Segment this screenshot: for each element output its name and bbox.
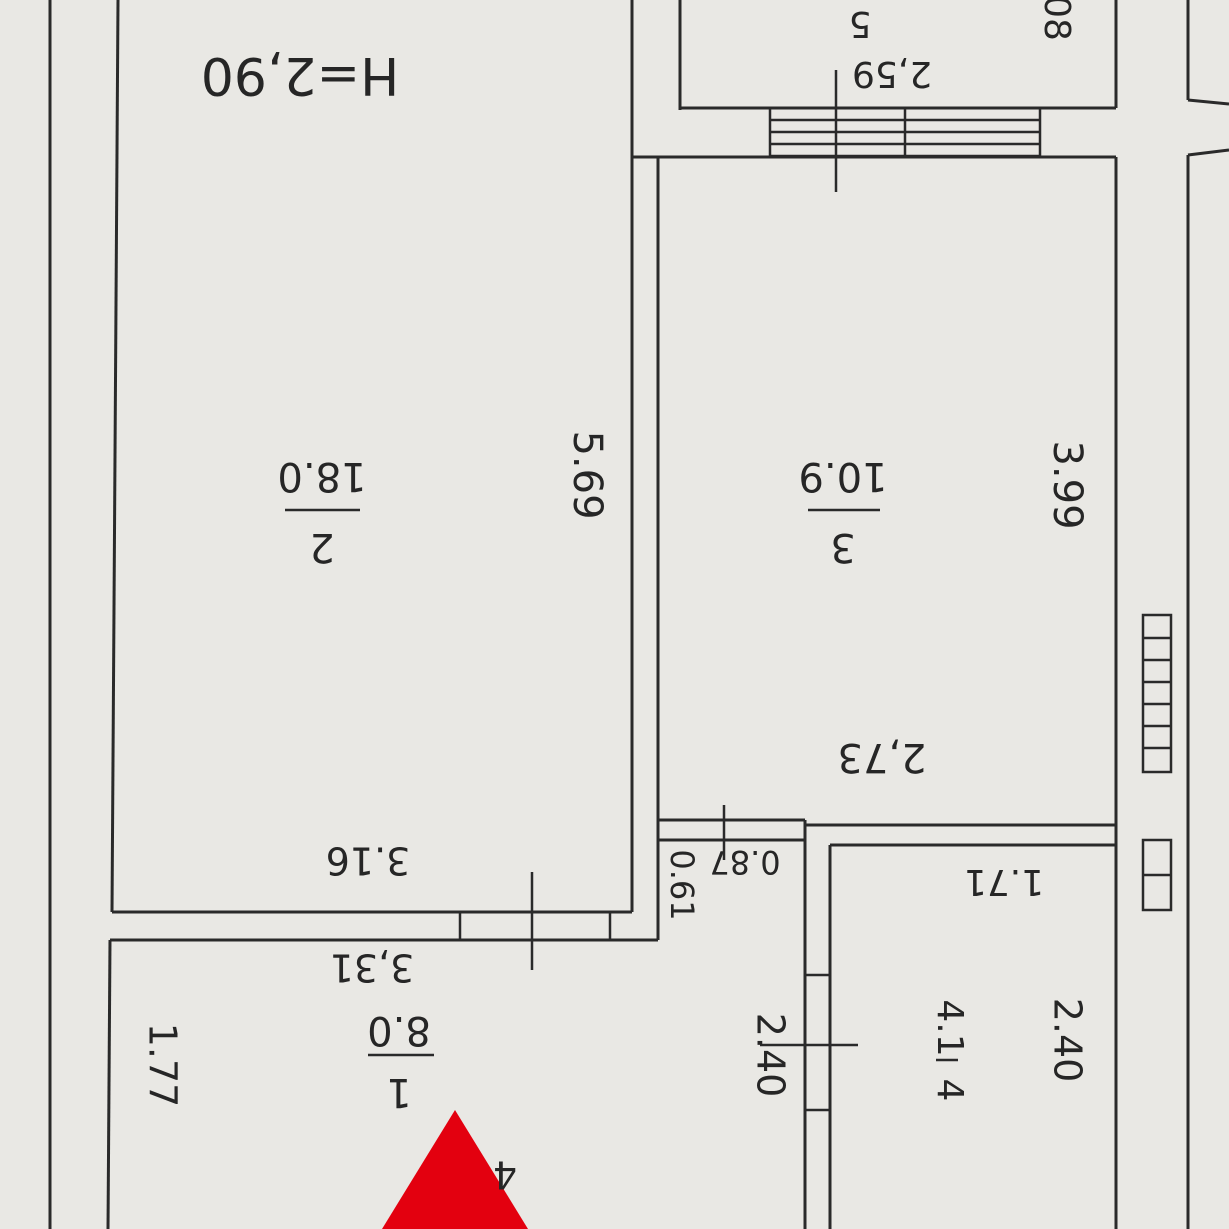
room-2-number: 2 — [309, 524, 334, 570]
dim-2-40-corridor: 2.40 — [749, 1013, 793, 1098]
room-5-number: 5 — [849, 3, 872, 44]
room-3-number: 3 — [830, 524, 855, 570]
room-3-length: 3.99 — [1044, 440, 1090, 529]
room-1-width: 3,31 — [330, 946, 415, 990]
room-2-width: 3.16 — [326, 839, 411, 883]
labels: H=2,90 2 18.0 3.16 5.69 3 10.9 2,73 3.99… — [141, 0, 1091, 1115]
room-3-area: 10.9 — [798, 453, 887, 499]
room-1-number: 1 — [386, 1069, 411, 1115]
room-3-width: 2,73 — [837, 734, 926, 780]
room-4-area: 4.1 — [929, 999, 970, 1056]
room-2-area: 18.0 — [277, 453, 366, 499]
room-5-width: 2,59 — [852, 53, 932, 94]
room-1-area: 8.0 — [367, 1007, 431, 1053]
entrance-marker: 4 — [382, 1110, 528, 1229]
dim-0-87: 0.87 — [709, 843, 780, 881]
red-triangle-icon — [382, 1110, 528, 1229]
room-4-number: 4 — [929, 1079, 970, 1102]
window-hatch — [768, 70, 1042, 192]
window-markers — [1141, 613, 1173, 912]
marker-label: 4 — [493, 1153, 517, 1197]
room-1-length: 1.77 — [141, 1023, 185, 1108]
room-5-length: 08 — [1036, 0, 1077, 41]
room-2-length: 5.69 — [564, 430, 610, 519]
fraction-bars — [285, 508, 958, 1062]
door-ticks — [458, 805, 858, 1112]
room-4-length: 2.40 — [1046, 998, 1090, 1083]
ceiling-height-label: H=2,90 — [201, 45, 399, 105]
room-4-width: 1.71 — [964, 861, 1044, 902]
dim-0-61: 0.61 — [663, 849, 701, 920]
